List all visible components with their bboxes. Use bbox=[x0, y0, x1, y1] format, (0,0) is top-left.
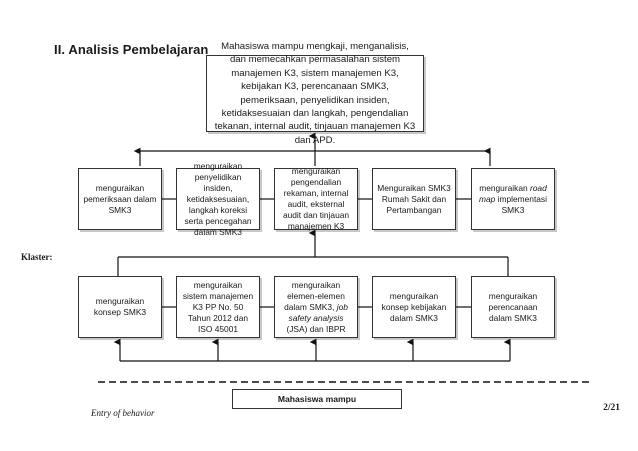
entry-box-text: Mahasiswa mampu bbox=[277, 393, 357, 404]
lower-box-4-text: menguraikan konsep kebijakan dalam SMK3 bbox=[381, 290, 447, 323]
lower-box-2: menguraikan sistem manajemen K3 PP No. 5… bbox=[176, 276, 260, 338]
upper-box-4-text: Menguraikan SMK3 Rumah Sakit dan Pertamb… bbox=[377, 182, 451, 215]
upper-box-5: menguraikan road map implementasi SMK3 bbox=[471, 168, 555, 230]
lower-box-1: menguraikan konsep SMK3 bbox=[78, 276, 162, 338]
lower-box-1-text: menguraikan konsep SMK3 bbox=[93, 296, 147, 317]
upper-box-2-text: menguraikan penyelidikan insiden, ketida… bbox=[184, 160, 252, 237]
lower-box-4: menguraikan konsep kebijakan dalam SMK3 bbox=[372, 276, 456, 338]
lower-box-5-text: menguraikan perencanaan dalam SMK3 bbox=[488, 290, 538, 323]
upper-box-3-text: menguraikan pengendalian rekaman, intern… bbox=[282, 166, 350, 231]
klaster-label: Klaster: bbox=[21, 252, 53, 262]
upper-box-2: menguraikan penyelidikan insiden, ketida… bbox=[176, 161, 260, 237]
upper-box-1: menguraikan pemeriksaan dalam SMK3 bbox=[78, 168, 162, 230]
upper-box-3: menguraikan pengendalian rekaman, intern… bbox=[274, 166, 358, 231]
lower-box-3-text: menguraikan elemen-elemen dalam SMK3, jo… bbox=[284, 279, 348, 334]
learning-goal-box: Mahasiswa mampu mengkaji, menganalisis, … bbox=[206, 41, 424, 146]
upper-box-4: Menguraikan SMK3 Rumah Sakit dan Pertamb… bbox=[372, 168, 456, 230]
lower-box-2-text: menguraikan sistem manajemen K3 PP No. 5… bbox=[182, 279, 254, 334]
entry-box: Mahasiswa mampu bbox=[232, 389, 402, 409]
lower-box-5: menguraikan perencanaan dalam SMK3 bbox=[471, 276, 555, 338]
upper-box-1-text: menguraikan pemeriksaan dalam SMK3 bbox=[83, 182, 157, 215]
section-title: II. Analisis Pembelajaran bbox=[54, 42, 209, 57]
entry-behavior-label: Entry of behavior bbox=[91, 408, 155, 418]
upper-box-5-text: menguraikan road map implementasi SMK3 bbox=[479, 182, 547, 215]
page-number: 2/21 bbox=[603, 403, 620, 413]
lower-box-3: menguraikan elemen-elemen dalam SMK3, jo… bbox=[274, 276, 358, 338]
